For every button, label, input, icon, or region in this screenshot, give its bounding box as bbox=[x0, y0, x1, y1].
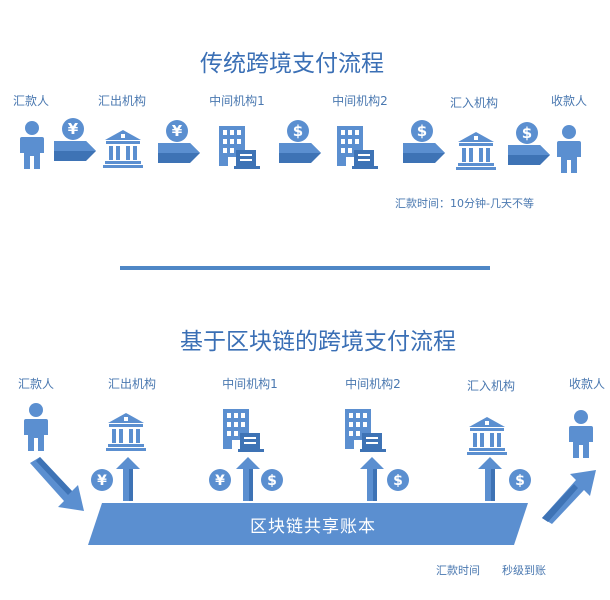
office-building-icon bbox=[342, 405, 386, 453]
bc-time-label: 汇款时间 bbox=[436, 564, 480, 577]
trad-label-intermediary2: 中间机构2 bbox=[332, 94, 388, 108]
bank-icon bbox=[103, 128, 143, 168]
diagonal-down-arrow bbox=[30, 457, 84, 511]
person-icon bbox=[556, 125, 582, 173]
bank-icon bbox=[106, 411, 146, 451]
bc-label-sender: 汇款人 bbox=[17, 377, 54, 391]
person-icon bbox=[23, 403, 49, 451]
dollar-coin-icon bbox=[508, 468, 532, 492]
traditional-title: 传统跨境支付流程 bbox=[200, 51, 384, 77]
person-icon bbox=[568, 410, 594, 458]
bank-icon bbox=[467, 415, 507, 455]
office-building-icon bbox=[334, 122, 378, 170]
dollar-coin-icon bbox=[401, 119, 447, 165]
blockchain-ledger-bar bbox=[88, 503, 528, 545]
yen-coin-icon bbox=[52, 117, 98, 163]
yen-coin-icon bbox=[156, 119, 202, 165]
office-building-icon bbox=[220, 405, 264, 453]
dollar-coin-icon bbox=[277, 119, 323, 165]
bc-time-value: 秒级到账 bbox=[502, 564, 546, 577]
trad-label-receiver: 收款人 bbox=[550, 94, 587, 108]
trad-label-sender: 汇款人 bbox=[12, 94, 49, 108]
dollar-coin-icon bbox=[386, 468, 410, 492]
bank-icon bbox=[456, 130, 496, 170]
ledger-label: 区块链共享账本 bbox=[250, 517, 376, 537]
person-icon bbox=[19, 121, 45, 169]
trad-label-remit-bank: 汇出机构 bbox=[97, 94, 146, 108]
yen-coin-icon bbox=[90, 468, 114, 492]
up-arrow bbox=[236, 457, 260, 501]
bc-label-intermediary2: 中间机构2 bbox=[345, 377, 401, 391]
bc-label-remit-bank: 汇出机构 bbox=[107, 377, 156, 391]
up-arrow bbox=[478, 457, 502, 501]
up-arrow bbox=[116, 457, 140, 501]
trad-time-note: 汇款时间：10分钟-几天不等 bbox=[395, 197, 534, 210]
blockchain-title: 基于区块链的跨境支付流程 bbox=[180, 329, 456, 355]
dollar-coin-icon bbox=[260, 468, 284, 492]
bc-label-receive-bank: 汇入机构 bbox=[466, 379, 515, 393]
diagonal-up-arrow bbox=[542, 470, 596, 524]
bc-label-receiver: 收款人 bbox=[568, 377, 605, 391]
up-arrow bbox=[360, 457, 384, 501]
section-divider bbox=[120, 266, 490, 270]
yen-coin-icon bbox=[208, 468, 232, 492]
office-building-icon bbox=[216, 122, 260, 170]
trad-label-receive-bank: 汇入机构 bbox=[449, 96, 498, 110]
dollar-coin-icon bbox=[506, 121, 552, 167]
bc-label-intermediary1: 中间机构1 bbox=[222, 377, 278, 391]
trad-label-intermediary1: 中间机构1 bbox=[209, 94, 265, 108]
